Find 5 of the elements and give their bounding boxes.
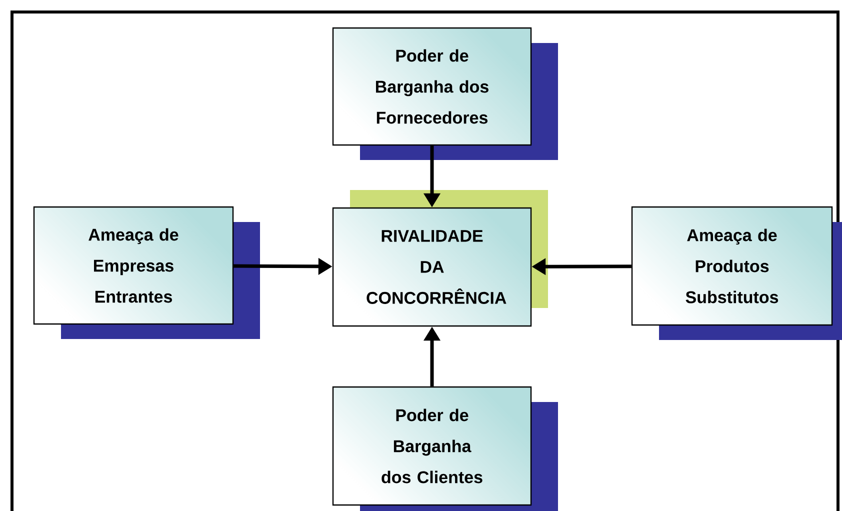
process-box: Ameaça de Produtos Substitutos	[631, 206, 842, 340]
process-box: Poder de Barganha dos Clientes	[332, 386, 558, 511]
process-box: Poder de Barganha dos Fornecedores	[332, 27, 558, 160]
process-box: RIVALIDADE DA CONCORRÊNCIA	[332, 190, 548, 327]
process-box: Ameaça de Empresas Entrantes	[33, 206, 260, 339]
